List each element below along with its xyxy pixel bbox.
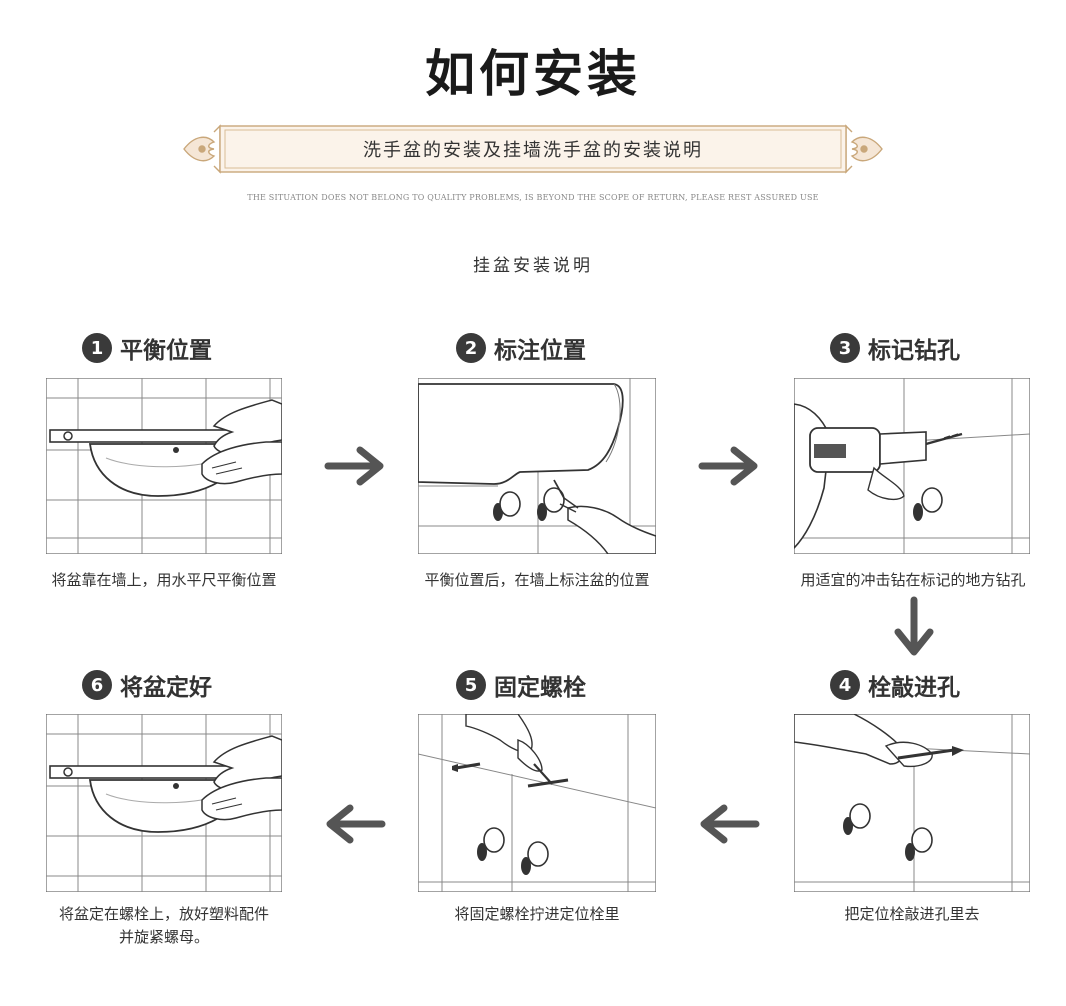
banner-text: 洗手盆的安装及挂墙洗手盆的安装说明: [363, 140, 703, 161]
arrow-left-icon: [326, 804, 386, 844]
section-subtitle: 挂盆安装说明: [473, 256, 593, 276]
step-3-caption: 用适宜的冲击钻在标记的地方钻孔: [800, 571, 1026, 589]
step-3-title: 标记钻孔: [868, 338, 960, 364]
step-6-heading: 6 将盆定好: [82, 668, 212, 702]
step-5-number: 5: [456, 670, 486, 700]
disclaimer-text: THE SITUATION DOES NOT BELONG TO QUALITY…: [247, 193, 819, 202]
step-4-heading: 4 栓敲进孔: [830, 668, 960, 702]
step-1-title: 平衡位置: [120, 338, 212, 364]
step-2-title: 标注位置: [494, 338, 586, 364]
arrow-down-icon: [894, 596, 934, 656]
step-3-illustration: [794, 378, 1030, 554]
step-1-heading: 1 平衡位置: [82, 331, 212, 365]
step-3-heading: 3 标记钻孔: [830, 331, 960, 365]
step-6-illustration: [46, 714, 282, 892]
step-1-number: 1: [82, 333, 112, 363]
banner-frame: [183, 124, 883, 174]
step-4-number: 4: [830, 670, 860, 700]
arrow-left-icon: [700, 804, 760, 844]
step-6-caption-line-1: 将盆定在螺栓上，放好塑料配件: [58, 905, 269, 923]
arrow-right-icon: [698, 446, 758, 486]
step-1-illustration: [46, 378, 282, 554]
step-2-caption: 平衡位置后，在墙上标注盆的位置: [424, 571, 650, 589]
step-6-caption-line-2: 并旋紧螺母。: [118, 928, 209, 946]
step-4-title: 栓敲进孔: [868, 675, 960, 701]
step-6-caption: 将盆定在螺栓上，放好塑料配件 并旋紧螺母。: [16, 903, 312, 949]
step-1-caption: 将盆靠在墙上，用水平尺平衡位置: [51, 571, 277, 589]
step-4-illustration: [794, 714, 1030, 892]
step-3-number: 3: [830, 333, 860, 363]
title-banner: 洗手盆的安装及挂墙洗手盆的安装说明: [180, 118, 886, 180]
step-5-title: 固定螺栓: [494, 675, 586, 701]
step-2-heading: 2 标注位置: [456, 331, 586, 365]
step-5-illustration: [418, 714, 656, 892]
step-2-number: 2: [456, 333, 486, 363]
step-6-number: 6: [82, 670, 112, 700]
step-2-illustration: [418, 378, 656, 554]
page-title: 如何安装: [425, 44, 641, 103]
step-5-heading: 5 固定螺栓: [456, 668, 586, 702]
step-5-caption: 将固定螺栓拧进定位栓里: [454, 905, 620, 923]
step-6-title: 将盆定好: [120, 675, 212, 701]
arrow-right-icon: [324, 446, 384, 486]
step-4-caption: 把定位栓敲进孔里去: [844, 905, 980, 923]
